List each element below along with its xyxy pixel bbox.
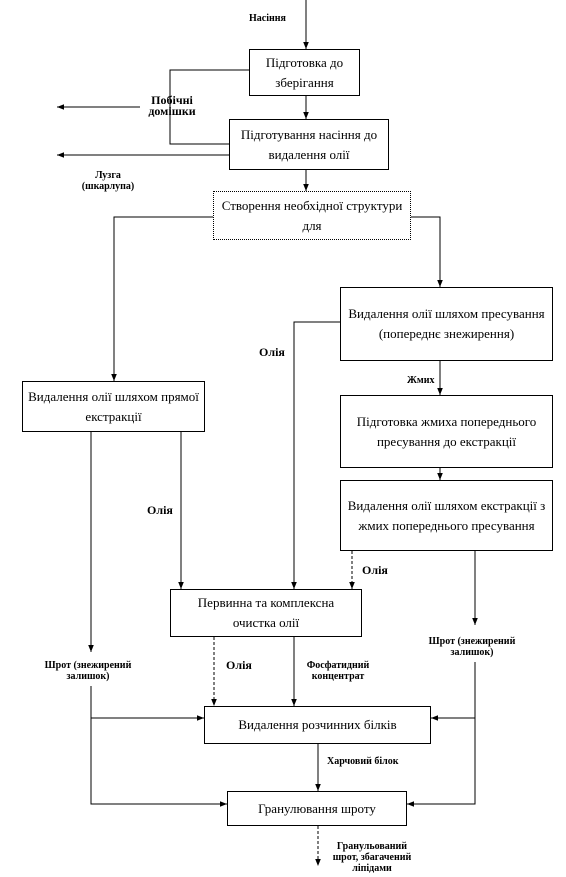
label-oil-mid: Олія [147, 503, 173, 517]
arrow-meal-right-to-granulation [407, 662, 476, 807]
box-prep-seed: Підготування насіння до видалення олії [229, 119, 389, 170]
label-cake: Жмих [407, 375, 435, 386]
arrow-press-oil-to-cleaning [291, 321, 340, 589]
label-food-protein: Харчовий білок [327, 756, 399, 767]
label-oil-left: Олія [259, 345, 285, 359]
label-meal-left: Шрот (знежирений залишок) [44, 660, 132, 682]
box-direct-extraction: Видалення олії шляхом прямої екстракції [22, 381, 205, 432]
label-seeds: Насіння [249, 13, 286, 24]
label-granulated: Гранульований шрот, збагачений ліпідами [332, 841, 412, 874]
label-meal-right: Шрот (знежирений залишок) [428, 636, 516, 658]
arrow-structure-to-direct [111, 216, 213, 381]
label-oil-bottom: Олія [226, 658, 252, 672]
arrow-meal-left-to-granulation [90, 686, 227, 807]
box-extract-cake: Видалення олії шляхом екстракції з жмих … [340, 480, 553, 551]
box-cleaning: Первинна та комплексна очистка олії [170, 589, 362, 637]
box-prep-cake: Підготовка жмиха попереднього пресування… [340, 395, 553, 468]
box-prep-storage: Підготовка до зберігання [249, 49, 360, 96]
label-impurities: Побічні домішки [148, 93, 196, 118]
box-granulation: Гранулювання шроту [227, 791, 407, 826]
label-husk: Лузга (шкарлупа) [81, 170, 135, 192]
box-press: Видалення олії шляхом пресування (попере… [340, 287, 553, 361]
line-impurities-bracket [169, 69, 249, 145]
box-proteins: Видалення розчинних білків [204, 706, 431, 744]
label-oil-right: Олія [362, 563, 388, 577]
arrow-structure-to-press [411, 216, 443, 287]
label-phosphatide: Фосфатидний концентрат [306, 660, 370, 682]
box-structure: Створення необхідної структури для [213, 191, 411, 240]
